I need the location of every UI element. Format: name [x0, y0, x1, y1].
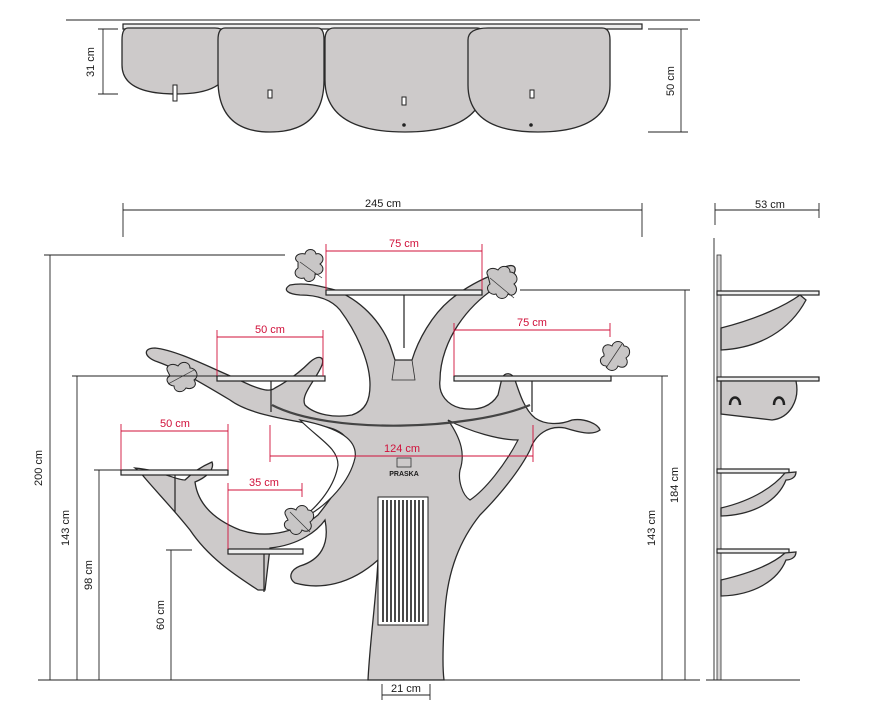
dim-124-label: 124 cm — [384, 443, 420, 455]
side-view: 53 cm — [706, 199, 820, 681]
oak-leaf-icon-2 — [486, 265, 518, 299]
brand-logo-icon — [396, 457, 412, 468]
tree-cutout-right — [447, 419, 519, 501]
top-view-shelf-1 — [121, 27, 229, 95]
top-view-post-2 — [267, 89, 273, 99]
dim-75-top-label: 75 cm — [389, 238, 419, 250]
side-bracket-1 — [720, 294, 807, 351]
tree-silhouette — [132, 264, 601, 681]
dim-60-label: 60 cm — [155, 600, 167, 630]
top-view-shelf-2 — [217, 27, 325, 133]
side-bracket-2 — [720, 380, 798, 421]
trunk-joint — [391, 359, 416, 381]
shelf-lowest — [227, 548, 304, 555]
shelf-right — [453, 375, 612, 382]
dim-98-label: 98 cm — [83, 560, 95, 590]
shelf-left-upper — [216, 375, 326, 382]
shelf-left-lower — [120, 469, 229, 476]
sisal-scratcher-lines — [382, 500, 424, 622]
side-trunk — [716, 254, 722, 681]
dim-50-lower-label: 50 cm — [160, 418, 190, 430]
top-view-post-3 — [401, 96, 407, 106]
dim-50-label: 50 cm — [665, 66, 677, 96]
dim-75-right-label: 75 cm — [517, 317, 547, 329]
dim-31-label: 31 cm — [85, 47, 97, 77]
dim-50-upper-label: 50 cm — [255, 324, 285, 336]
shelf-top — [325, 289, 483, 296]
side-shelf-3 — [716, 468, 790, 474]
side-shelf-1 — [716, 290, 820, 296]
side-bracket-4 — [720, 551, 797, 597]
top-view-shelf-4 — [467, 27, 611, 133]
top-view-hole-2 — [529, 123, 533, 127]
top-view-post-4 — [529, 89, 535, 99]
dim-200-label: 200 cm — [33, 450, 45, 486]
top-view-shelf-3 — [324, 27, 486, 133]
dim-21-label: 21 cm — [391, 683, 421, 695]
top-view: 31 cm 50 cm — [66, 19, 700, 133]
oak-leaf-icon — [294, 249, 324, 282]
dim-184-label: 184 cm — [669, 467, 681, 503]
dim-53-label: 53 cm — [755, 199, 785, 211]
side-hook-icon-2 — [772, 396, 786, 406]
dim-35-label: 35 cm — [249, 477, 279, 489]
dim-245-label: 245 cm — [365, 198, 401, 210]
brand-text: PRASKA — [389, 471, 419, 478]
oak-leaf-icon-3 — [166, 361, 198, 393]
oak-leaf-icon-4 — [599, 341, 631, 371]
oak-leaf-icon-5 — [283, 505, 315, 535]
side-shelf-4 — [716, 548, 790, 554]
side-bracket-3 — [720, 471, 797, 517]
dim-143-right-label: 143 cm — [646, 510, 658, 546]
top-view-post-1 — [172, 84, 178, 102]
top-view-hole — [402, 123, 406, 127]
front-view: 245 cm PRASKA — [33, 198, 700, 700]
dim-143-left-label: 143 cm — [60, 510, 72, 546]
side-hook-icon — [728, 396, 742, 406]
hanging-bridge-bar — [271, 403, 531, 427]
